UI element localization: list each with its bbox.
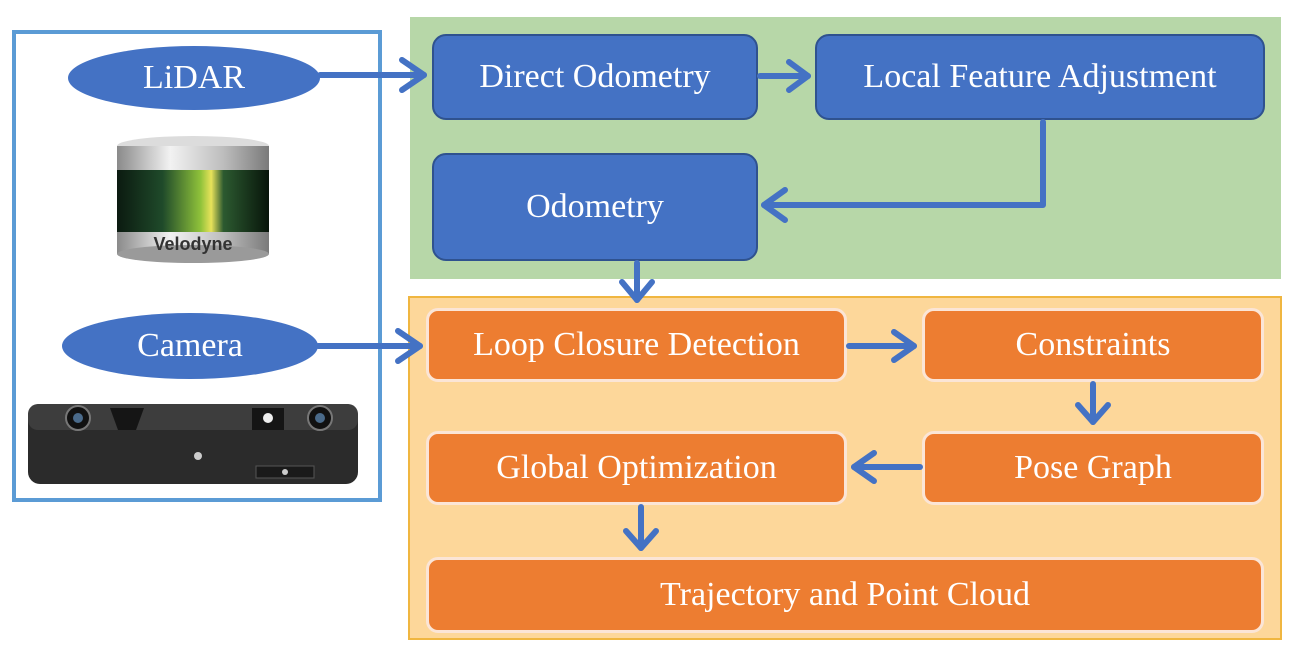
pose-graph-box: Pose Graph [922,431,1264,505]
lidar-label: LiDAR [143,59,245,96]
loop-closure-detection-label: Loop Closure Detection [473,326,800,363]
arrow-local-feature-to-odometry [761,119,1046,208]
direct-odometry-label: Direct Odometry [479,58,711,95]
velodyne-brand-text: Velodyne [153,234,232,254]
stereo-camera-image [28,404,358,484]
camera-label: Camera [137,327,243,364]
lidar-node: LiDAR [68,46,320,110]
trajectory-point-cloud-box: Trajectory and Point Cloud [426,557,1264,633]
global-optimization-box: Global Optimization [426,431,847,505]
pose-graph-label: Pose Graph [1014,449,1172,486]
trajectory-point-cloud-label: Trajectory and Point Cloud [660,576,1030,613]
velodyne-lidar-image: Velodyne [117,136,269,263]
local-feature-adjustment-label: Local Feature Adjustment [863,58,1217,95]
local-feature-adjustment-box: Local Feature Adjustment [815,34,1265,120]
odometry-label: Odometry [526,188,664,225]
loop-closure-detection-box: Loop Closure Detection [426,308,847,382]
constraints-box: Constraints [922,308,1264,382]
direct-odometry-box: Direct Odometry [432,34,758,120]
camera-node: Camera [62,313,318,379]
global-optimization-label: Global Optimization [496,449,777,486]
constraints-label: Constraints [1015,326,1171,363]
odometry-box: Odometry [432,153,758,261]
